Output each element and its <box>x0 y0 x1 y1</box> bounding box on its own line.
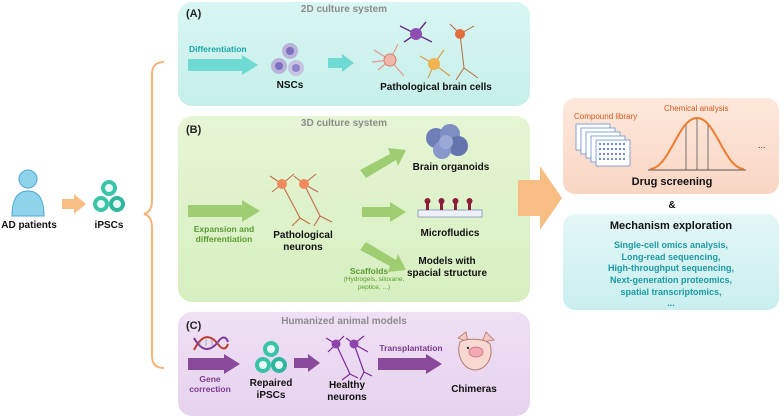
organoids-label: Brain organoids <box>412 162 490 173</box>
panel-2d-culture <box>178 2 530 106</box>
panel-a-title: 2D culture system <box>300 4 388 15</box>
microfluidics-label: Microfludics <box>420 228 480 239</box>
chimera-mouse-icon <box>457 331 495 371</box>
method-item: Long-read sequencing, <box>621 251 721 262</box>
brain-organoids-icon <box>426 124 468 159</box>
patient-icon <box>11 169 45 217</box>
panel-b-letter: (B) <box>186 124 202 136</box>
drug-screening-label: Drug screening <box>631 176 713 188</box>
method-item: spatial transcriptomics, <box>620 286 722 297</box>
arrow-to-microfluidics <box>362 202 406 222</box>
panel-c-letter: (C) <box>186 320 202 332</box>
healthy-neurons-label: Healthy neurons <box>327 380 367 403</box>
models-label: Models with spacial structure <box>406 256 488 279</box>
patients-label: AD patients <box>1 220 57 231</box>
brain-cells-label: Pathological brain cells <box>380 82 492 93</box>
method-item: Single-cell omics analysis, <box>613 240 729 250</box>
expansion-arrow <box>188 200 260 222</box>
repaired-ipscs-icon <box>255 341 287 373</box>
nscs-icon <box>271 43 304 76</box>
arrow-to-brain-cells <box>328 54 354 72</box>
arrow-to-organoids <box>360 148 406 178</box>
scaffolds-label: Scaffolds <box>349 266 389 276</box>
differentiation-label: Differentiation <box>189 44 247 54</box>
microfluidics-icon <box>417 198 483 218</box>
arrow-to-models <box>360 242 406 272</box>
pathological-neurons-icon <box>269 173 333 227</box>
ipscs-cells-icon <box>93 180 125 212</box>
panel-b-title: 3D culture system <box>300 118 388 129</box>
brain-cells-icon <box>371 21 479 81</box>
methods-list: Single-cell omics analysis, Long-read se… <box>584 240 758 310</box>
mechanism-title: Mechanism exploration <box>609 220 733 232</box>
compound-library-label: Compound library <box>574 112 638 121</box>
neurons-label: Pathological neurons <box>273 230 333 253</box>
chimeras-label: Chimeras <box>451 384 497 395</box>
arrow-to-ipscs <box>62 194 86 214</box>
arrow-to-healthy <box>294 354 320 372</box>
chemical-analysis-label: Chemical analysis <box>664 104 729 113</box>
panel-mechanism <box>563 214 779 310</box>
repaired-ipscs-label: Repaired iPSCs <box>249 378 293 401</box>
transplantation-label: Transplantation <box>379 343 443 353</box>
ampersand-label: & <box>668 200 676 211</box>
differentiation-arrow <box>188 55 258 75</box>
transplantation-arrow <box>378 354 442 374</box>
big-orange-arrow <box>518 166 562 230</box>
nscs-label: NSCs <box>276 80 304 91</box>
bell-curve-icon <box>648 116 746 171</box>
expansion-label: Expansion and differentiation <box>193 224 255 245</box>
scaffold-note: (Hydrogels, siloxane, peptice, ...) <box>343 276 405 291</box>
ipscs-label: iPSCs <box>94 220 124 231</box>
bracket-brace <box>143 61 165 369</box>
gene-correction-label: Gene correction <box>189 374 231 395</box>
method-item: Next-generation proteomics, <box>609 275 733 286</box>
method-item: ... <box>667 298 675 309</box>
ellipsis-label: ... <box>758 140 766 150</box>
dna-icon <box>193 336 229 351</box>
gene-correction-arrow <box>188 354 240 374</box>
compound-library-icon <box>575 123 631 167</box>
healthy-neurons-icon <box>325 335 373 381</box>
panel-c-title: Humanized animal models <box>281 316 407 327</box>
method-item: High-throughput sequencing, <box>608 263 734 274</box>
panel-a-letter: (A) <box>186 8 202 20</box>
